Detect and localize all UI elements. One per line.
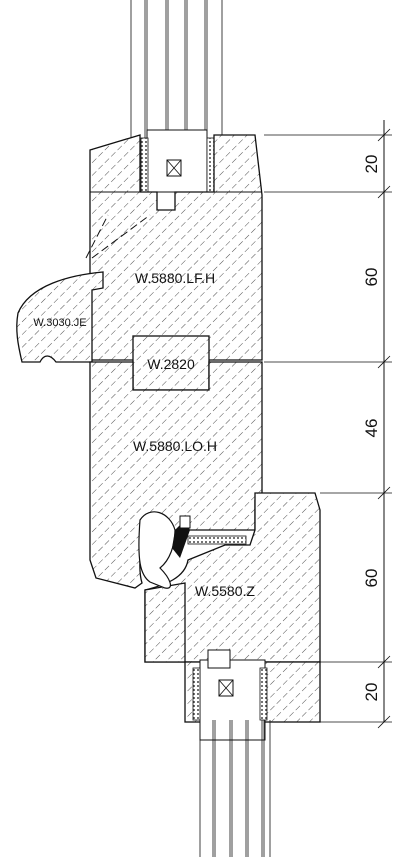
label-lower-sash: W.5880.LO.H	[133, 438, 217, 454]
frame-gasket-icon	[179, 515, 191, 529]
dimension-value-2: 60	[362, 268, 381, 287]
extension-lines	[264, 134, 392, 723]
dimension-value-1: 20	[362, 155, 381, 174]
upper-sash	[85, 134, 263, 361]
bottom-glazing	[184, 649, 321, 857]
dimension-value-5: 20	[362, 683, 381, 702]
label-sill-profile: W.3030.JE	[33, 317, 86, 329]
sill-profile	[16, 271, 104, 363]
label-reinforcement: W.2820	[147, 356, 195, 372]
top-glazing	[130, 0, 223, 193]
dimension-value-4: 60	[362, 569, 381, 588]
label-upper-sash: W.5880.LF.H	[135, 270, 215, 286]
label-frame: W.5580.Z	[195, 583, 255, 599]
dimension-line	[377, 120, 391, 729]
dimension-value-3: 46	[362, 419, 381, 438]
